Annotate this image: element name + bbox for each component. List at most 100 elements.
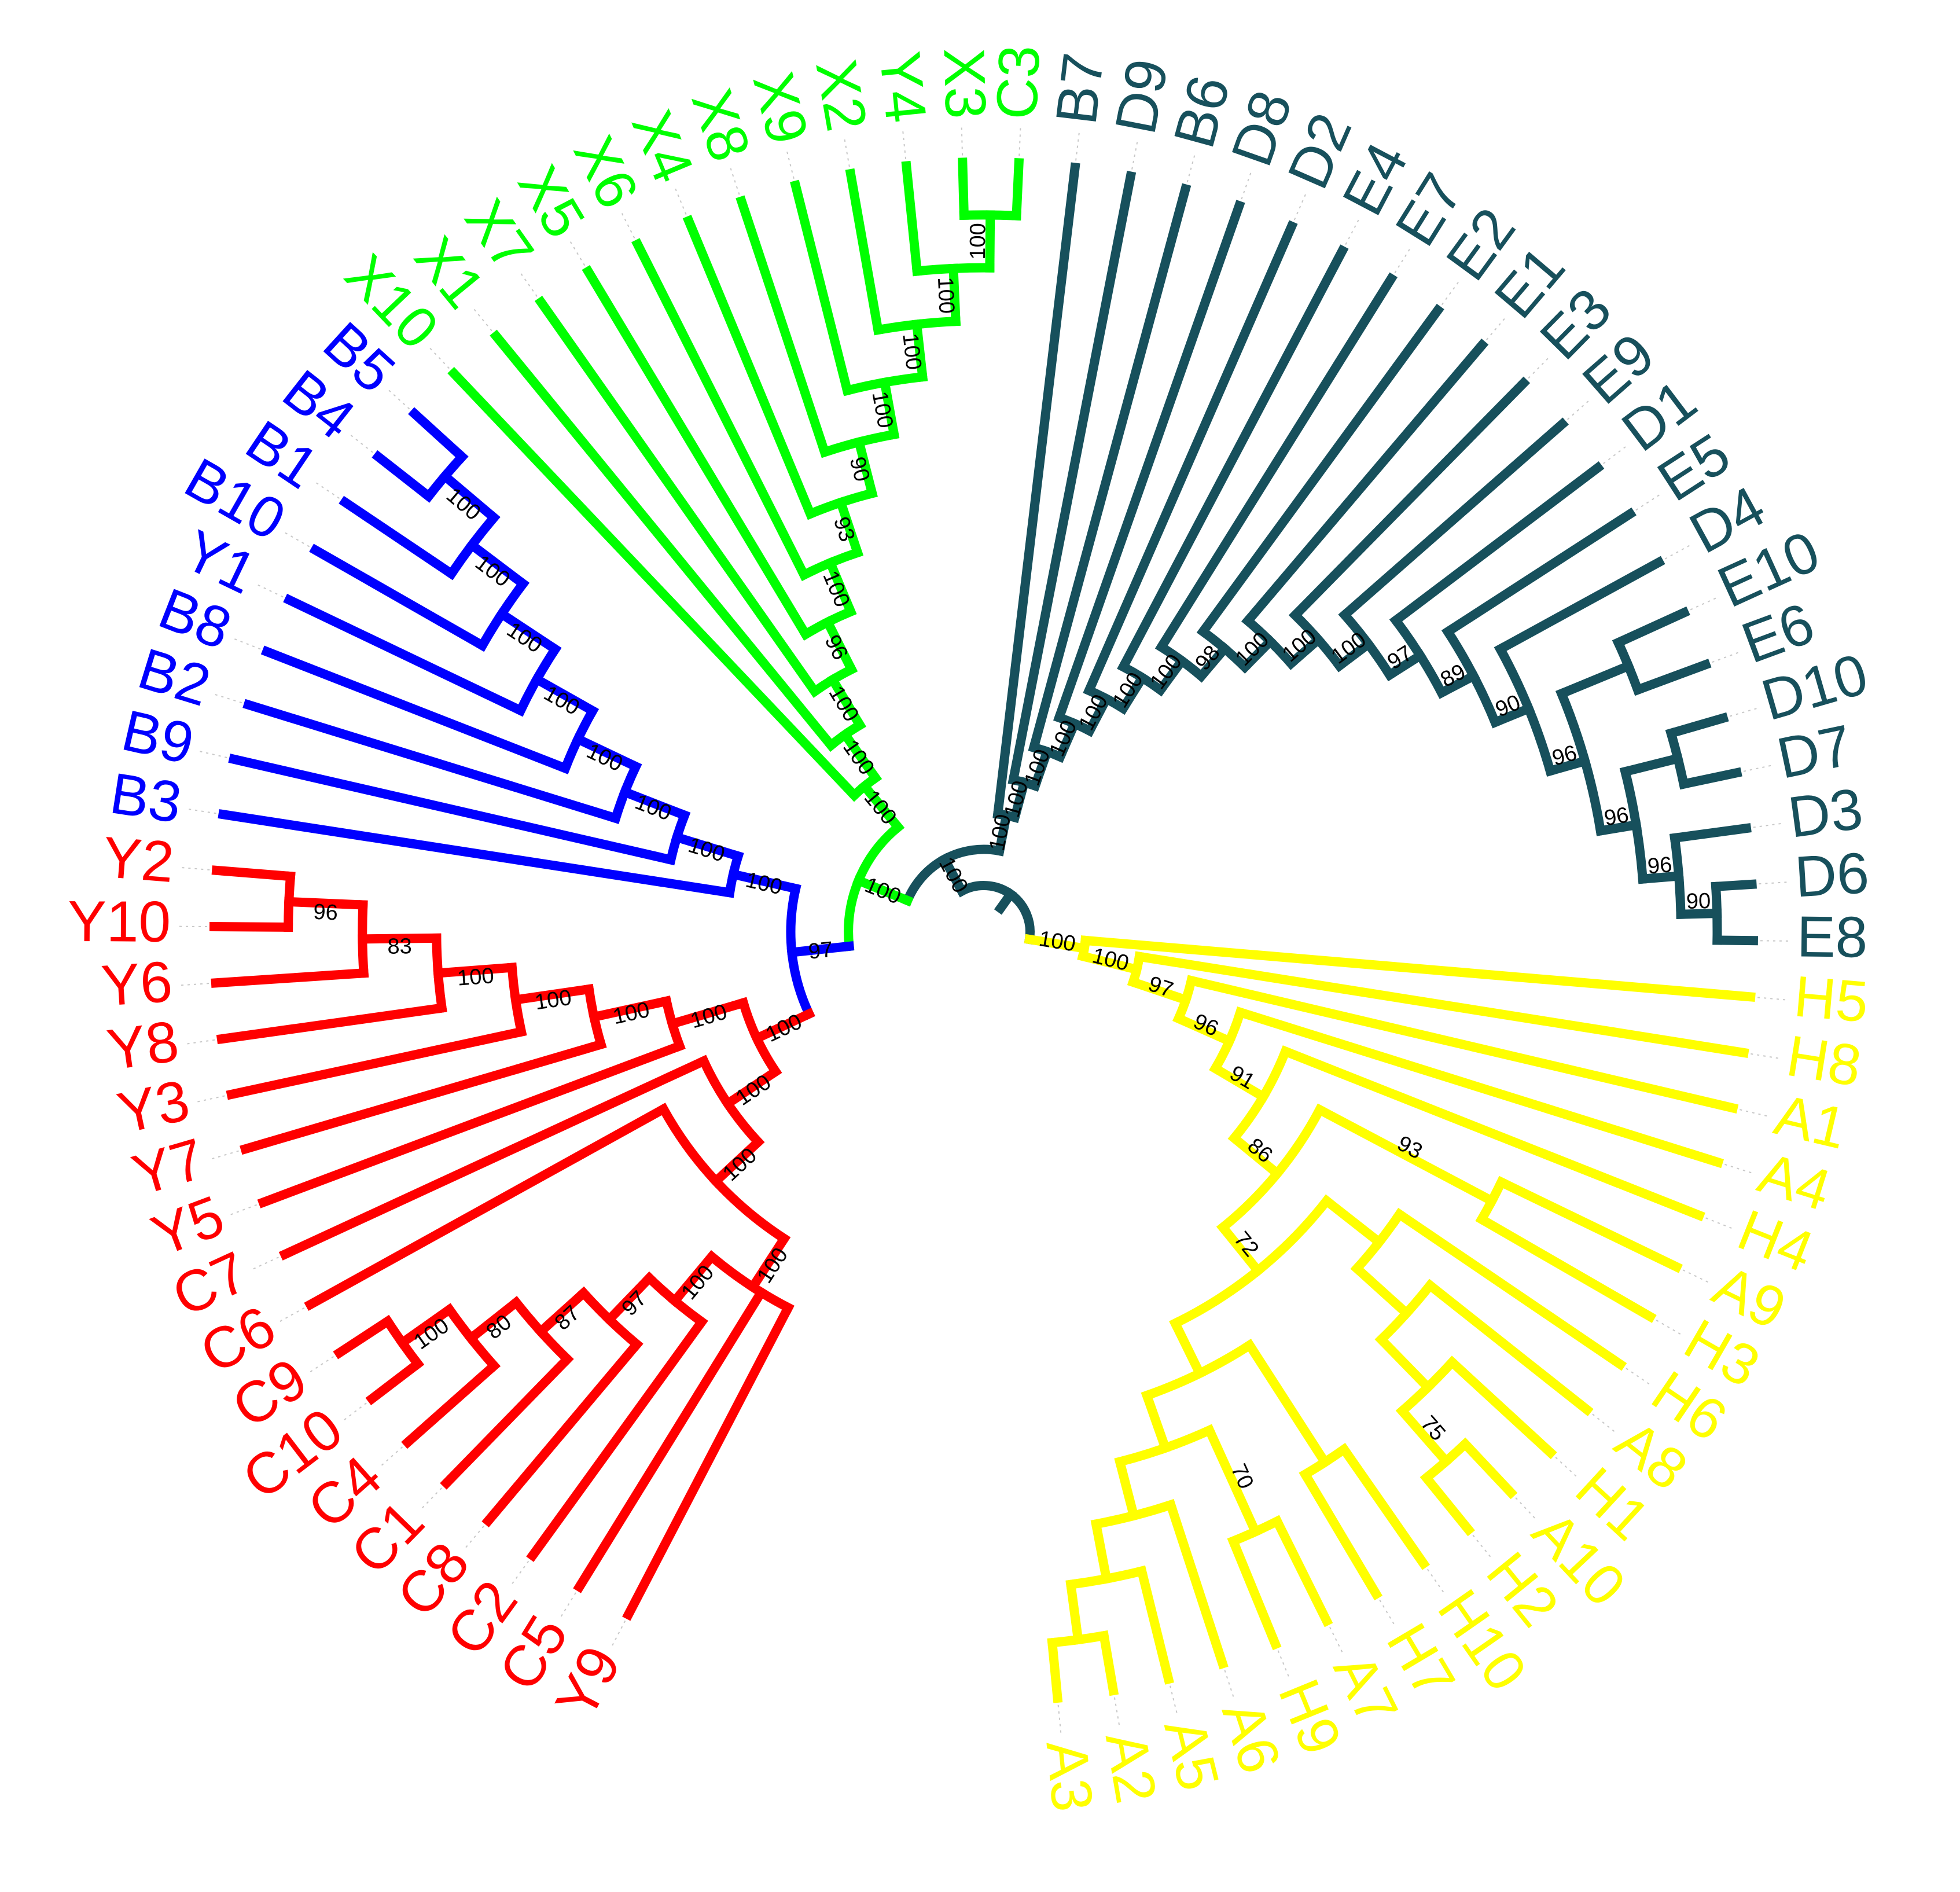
label-guide [1683,1270,1711,1283]
label-guide [1295,192,1307,220]
branch-arc [1052,1636,1104,1643]
label-guide [1706,1218,1734,1229]
bootstrap-value: 96 [1602,803,1631,831]
tip-label-y4: Y4 [867,49,939,126]
label-guide [903,128,906,159]
branch-segment [1430,1285,1587,1410]
branch-segment [1249,1345,1325,1462]
tip-label-c3: C3 [984,44,1053,121]
label-guide [1187,153,1196,182]
bootstrap-value: 97 [807,938,834,964]
label-guide [1345,218,1360,245]
label-guide [283,531,310,546]
bootstrap-value: 72 [1229,1227,1263,1261]
bootstrap-value: 100 [470,550,514,592]
bootstrap-value: 100 [631,790,674,826]
label-guide [611,1621,625,1648]
label-guide-lines [176,125,1791,1736]
branch-arc [1716,887,1717,941]
label-guide [314,481,339,498]
bootstrap-value: 96 [313,900,339,925]
label-guide [1556,1457,1578,1478]
branch-segment [222,1008,442,1039]
branch-segment [1357,1269,1407,1313]
label-guide [228,1205,257,1216]
branch-segment [1716,884,1752,887]
label-guide [185,1040,215,1044]
label-guide [464,1526,484,1550]
label-guide [348,433,373,453]
branch-arc [1357,1214,1400,1269]
branch-segment [1344,1449,1424,1563]
label-guide [1224,1670,1234,1699]
branch-segment [216,973,364,983]
label-guide [179,868,209,870]
branch-arc [388,1321,418,1364]
branch-segment [1638,664,1705,689]
bootstrap-value: 100 [534,986,573,1015]
label-guide [1744,765,1774,772]
tip-label-y8: Y8 [104,1009,183,1083]
bootstrap-value: 96 [1646,853,1673,879]
label-guide [1751,1054,1781,1059]
label-guide [1757,997,1788,1000]
label-guide [569,239,584,265]
branch-segment [289,600,521,711]
label-guide [420,1488,442,1510]
tip-label-y6: Y6 [100,949,174,1019]
label-guide [1442,280,1460,305]
label-guide [1058,1705,1061,1736]
branch-segment [1017,163,1019,215]
branch-segment [1295,383,1524,615]
tip-label-y2: Y2 [101,825,176,895]
label-guide [1278,1651,1290,1679]
branch-arc [288,876,290,927]
label-guide [1568,399,1591,420]
label-guide [1665,544,1691,559]
bootstrap-value: 100 [457,964,495,991]
bootstrap-value: 100 [898,332,926,372]
label-guide [674,186,686,215]
branch-segment [345,502,451,574]
bootstrap-value: 100 [611,998,652,1030]
branch-segment [1675,828,1746,838]
label-guide [1132,139,1138,170]
label-guide [212,694,242,703]
bootstrap-value: 100 [410,1313,454,1354]
branch-segment [1104,1636,1113,1691]
branch-segment [1052,1643,1057,1698]
bootstrap-value: 80 [482,1310,516,1344]
label-guide [510,1561,528,1586]
branch-segment [1481,1219,1650,1317]
branch-segment [1448,514,1630,632]
branch-segment [1175,1324,1200,1373]
branch-segment [1562,666,1629,694]
label-guide [472,307,492,331]
branch-segment [1120,1462,1134,1516]
branch-segment [1171,1505,1223,1663]
branch-arc [1147,1345,1249,1395]
tip-label-e8: E8 [1796,904,1868,969]
root-branch [1001,894,1010,908]
branch-arc [436,938,442,1008]
bootstrap-value: 100 [685,833,727,867]
branch-segment [1465,1444,1511,1493]
label-guide [178,983,209,986]
branch-segment [447,1359,568,1483]
branch-segment [1089,226,1292,690]
label-guide [1604,445,1628,464]
label-guide [251,1257,278,1270]
branch-segment [372,1364,418,1398]
label-guide [1487,317,1506,340]
branch-segment [285,1061,704,1254]
branch-segment [340,1321,388,1353]
label-guide [1724,1164,1754,1174]
branch-segment [1326,1201,1379,1242]
label-guide [342,1403,366,1421]
branch-arc [962,886,1030,939]
label-guide [621,211,635,238]
branch-arc [1675,838,1681,914]
branch-segment [1619,613,1685,643]
label-guide [1330,1627,1344,1654]
